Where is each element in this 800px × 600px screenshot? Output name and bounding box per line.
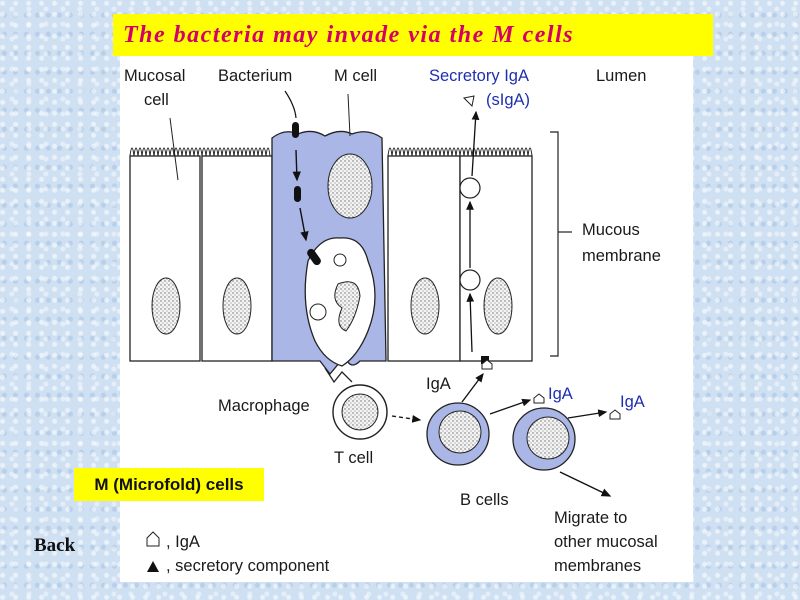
vesicle-lower	[459, 269, 481, 291]
vesicle-upper	[459, 177, 481, 199]
iga-symbol-2	[533, 393, 545, 404]
label-iga-3: IgA	[620, 393, 645, 411]
macrophage-stalk	[324, 367, 353, 384]
microvilli-left	[129, 147, 271, 157]
phagosome-1	[333, 253, 347, 267]
legend-iga-label: , IgA	[166, 533, 200, 551]
label-migrate-1: Migrate to	[554, 509, 628, 527]
label-bacterium: Bacterium	[218, 67, 293, 85]
leader-m-cell	[347, 93, 351, 137]
label-membrane: membrane	[582, 247, 661, 265]
label-b-cells: B cells	[460, 491, 509, 509]
label-migrate-3: membranes	[554, 557, 642, 575]
iga-symbol-1	[481, 359, 493, 370]
microvilli-right	[387, 147, 533, 157]
secretory-component-mark	[481, 356, 489, 364]
label-iga-2: IgA	[548, 385, 573, 403]
m-cell-diagram	[129, 90, 621, 572]
label-siga: (sIgA)	[486, 91, 531, 109]
bacterium-1	[292, 122, 299, 138]
label-t-cell: T cell	[334, 449, 374, 467]
bacterium-3	[307, 248, 321, 266]
nucleus-3	[410, 277, 440, 335]
b-cell-1-nucleus	[438, 410, 482, 454]
t-to-b-arrow	[391, 415, 422, 423]
bacterium-2	[294, 186, 301, 202]
legend-secretory-label: , secretory component	[166, 557, 330, 575]
b-to-iga-arrow-1	[461, 372, 484, 403]
legend-secretory-symbol	[147, 561, 159, 572]
t-cell-nucleus	[341, 393, 379, 431]
b-to-iga-arrow-3	[567, 409, 608, 419]
migrate-arrow	[559, 471, 612, 497]
bacterium-arrow-2	[299, 207, 309, 242]
macrophage-nucleus	[334, 281, 361, 332]
label-mucous: Mucous	[582, 221, 640, 239]
label-secretory-iga: Secretory IgA	[429, 67, 529, 85]
b-to-iga-arrow-2	[489, 398, 532, 415]
slide-title-bar: The bacteria may invade via the M cells	[113, 14, 713, 56]
legend-iga-symbol	[146, 531, 160, 547]
transcytosis-arrow-1	[466, 292, 475, 353]
nucleus-1	[151, 277, 181, 335]
m-cells-highlight: M (Microfold) cells	[74, 468, 264, 501]
iga-symbol-3	[609, 409, 621, 420]
label-m-cell: M cell	[334, 67, 378, 85]
bacterium-arrow-1	[292, 149, 301, 182]
bacterium-path	[284, 90, 297, 119]
diagram-panel: Mucosal cell Bacterium M cell Secretory …	[120, 56, 693, 582]
phagosome-2	[309, 303, 327, 321]
label-mucosal-cell: cell	[144, 91, 169, 109]
b-cell-2-nucleus	[526, 416, 570, 460]
nucleus-4	[483, 277, 513, 335]
label-macrophage: Macrophage	[218, 397, 310, 415]
mucous-membrane-bracket	[550, 131, 559, 357]
slide-title: The bacteria may invade via the M cells	[123, 21, 575, 48]
leader-mucosal	[169, 117, 179, 181]
label-lumen: Lumen	[596, 67, 647, 85]
back-link[interactable]: Back	[34, 535, 76, 556]
nucleus-2	[222, 277, 252, 335]
transcytosis-arrow-3	[471, 110, 480, 177]
label-iga-1: IgA	[426, 375, 451, 393]
label-mucosal: Mucosal	[124, 67, 186, 85]
siga-symbol	[462, 95, 475, 108]
label-migrate-2: other mucosal	[554, 533, 658, 551]
m-cell-nucleus	[327, 153, 373, 219]
